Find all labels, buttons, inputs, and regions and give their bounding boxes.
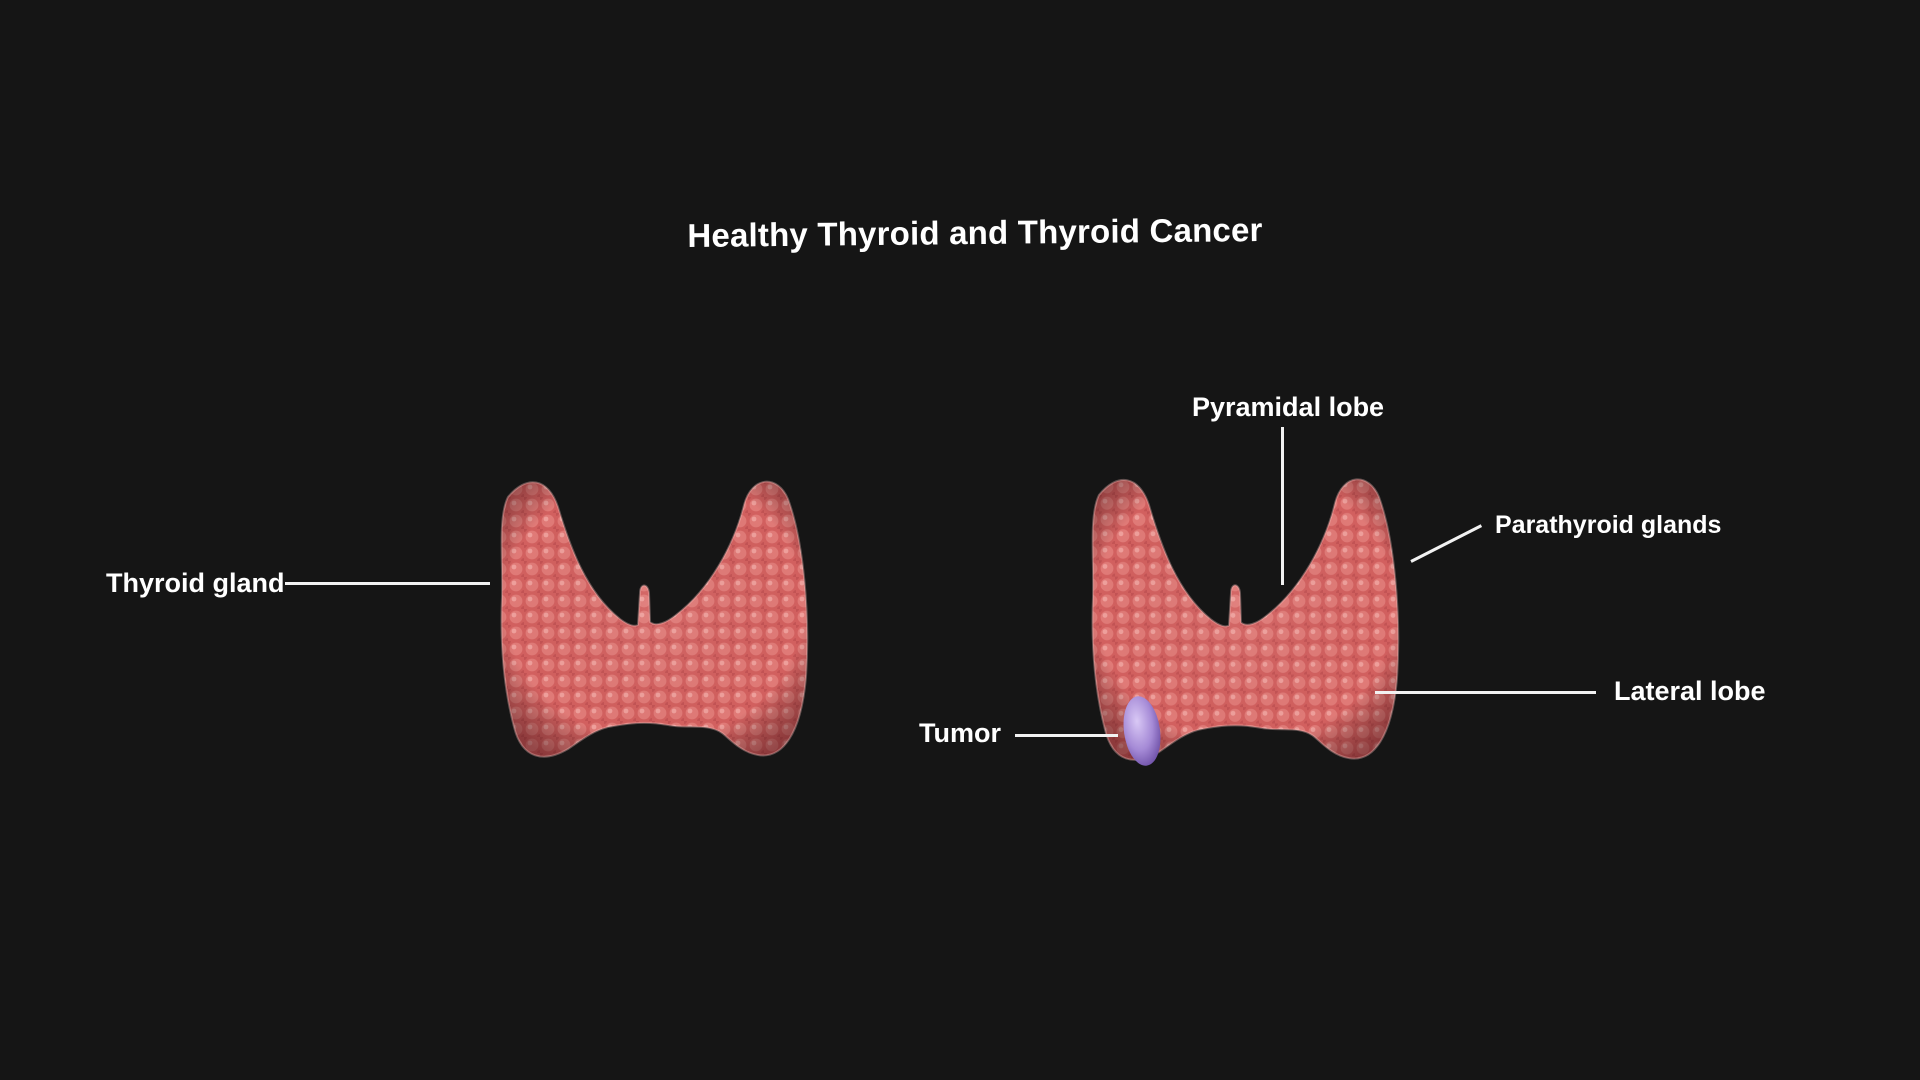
label-lateral-lobe: Lateral lobe xyxy=(1614,676,1766,706)
label-tumor: Tumor xyxy=(919,718,1001,748)
leader-thyroid-gland xyxy=(285,582,490,585)
tumor-nodule xyxy=(1123,696,1161,766)
leader-tumor xyxy=(1015,734,1118,737)
label-parathyroid-glands: Parathyroid glands xyxy=(1495,511,1722,539)
healthy-thyroid-illustration xyxy=(500,480,809,758)
label-pyramidal-lobe: Pyramidal lobe xyxy=(1192,392,1385,422)
leader-lateral-lobe xyxy=(1375,691,1596,694)
leader-pyramidal-lobe xyxy=(1281,427,1284,585)
label-thyroid-gland: Thyroid gland xyxy=(106,568,285,598)
